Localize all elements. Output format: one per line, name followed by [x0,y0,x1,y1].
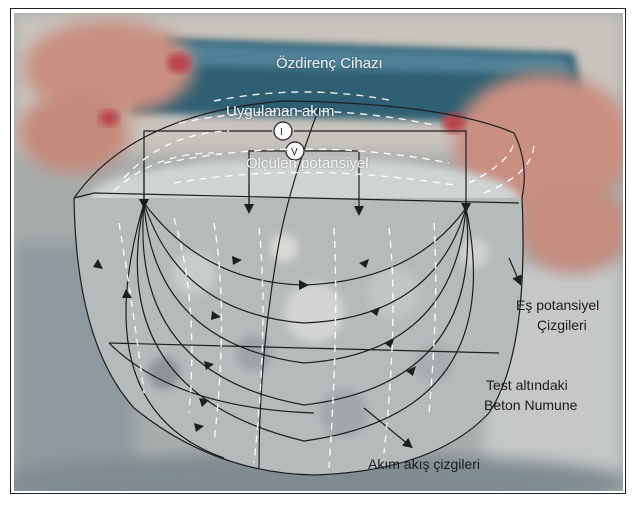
device-label: Özdirenç Cihazı [276,55,383,72]
current-flow-label: Akım akış çizgileri [368,456,480,473]
specimen-label-line1: Test altındaki [486,377,568,394]
specimen-label-line2: Beton Numune [484,397,577,414]
current-symbol: I [280,124,283,141]
equipotential-label-line1: Eş potansiyel [516,297,599,314]
equipotential-label-line2: Çizgileri [537,317,587,334]
ammeter-symbol [274,122,292,140]
applied-current-label: Uygulanan akım [226,103,334,120]
measured-potential-label: Ölçülen potansiyel [246,155,369,172]
resistivity-test-photo: Özdirenç Cihazı Uygulanan akım I V Ölçül… [14,13,623,491]
